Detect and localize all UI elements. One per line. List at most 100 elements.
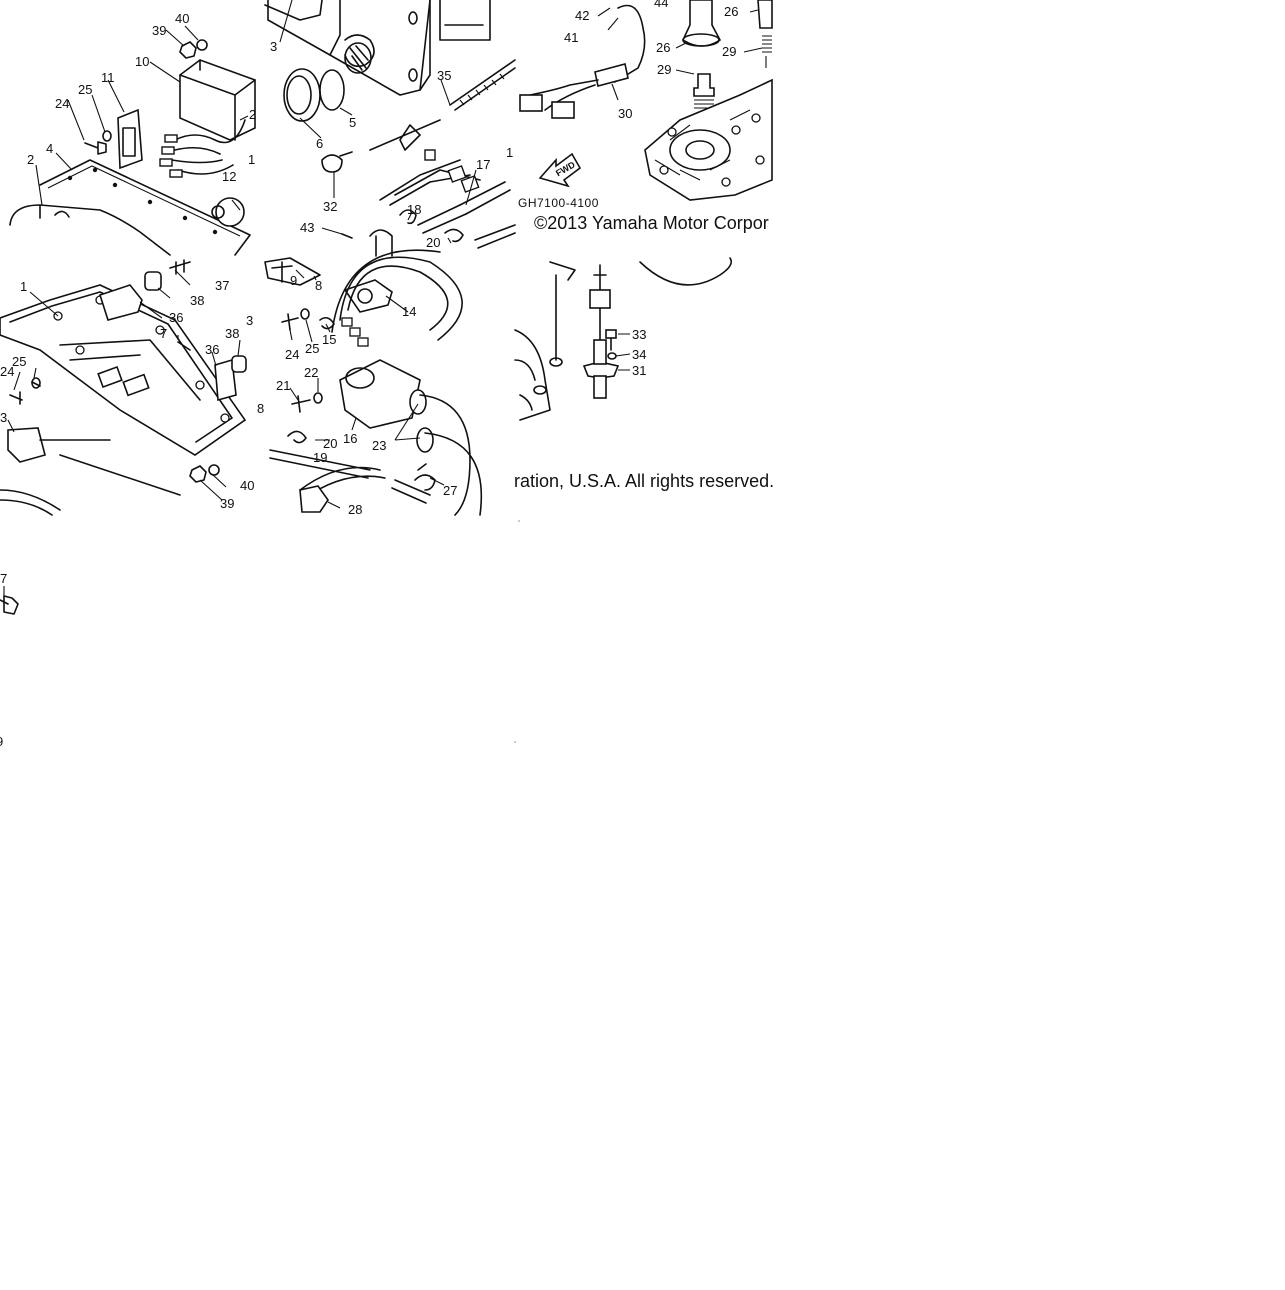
svg-text:9: 9 <box>290 273 297 288</box>
tile1-callouts: 39 40 10 11 25 24 2 4 2 12 1 <box>27 11 256 184</box>
svg-text:40: 40 <box>240 478 254 493</box>
tile-cover-cables: 3 35 5 6 32 43 17 18 20 1 <box>264 0 516 257</box>
hose-part-23 <box>419 394 483 516</box>
hose-part-19 <box>269 449 386 499</box>
coupler-part-12 <box>215 197 245 227</box>
svg-text:2: 2 <box>249 107 256 122</box>
svg-text:38: 38 <box>225 326 239 341</box>
washer-part-40 <box>196 39 208 51</box>
cover-part-2 <box>9 204 171 256</box>
svg-text:40: 40 <box>175 11 189 26</box>
svg-text:27: 27 <box>443 483 457 498</box>
tile6-callouts: 33 34 31 <box>632 327 646 378</box>
clamp-part-32 <box>321 151 353 173</box>
svg-text:19: 19 <box>313 450 327 465</box>
bolt-fragment <box>0 595 19 615</box>
svg-text:1: 1 <box>506 145 513 160</box>
tile7-callouts: 7 9 <box>0 571 7 749</box>
svg-text:21: 21 <box>276 378 290 393</box>
svg-text:4: 4 <box>46 141 53 156</box>
svg-text:24: 24 <box>55 96 69 111</box>
svg-text:25: 25 <box>78 82 92 97</box>
cdi-unit-part-10 <box>179 59 256 141</box>
svg-text:35: 35 <box>437 68 451 83</box>
tile3-callouts: 42 44 41 26 26 29 29 30 <box>564 0 738 121</box>
clamp-part-27 <box>414 463 436 491</box>
svg-text:37: 37 <box>215 278 229 293</box>
copyright-text-continued: ration, U.S.A. All rights reserved. <box>514 471 774 491</box>
svg-text:18: 18 <box>407 202 421 217</box>
mounting-plate-part-1 <box>0 284 247 456</box>
svg-text:38: 38 <box>190 293 204 308</box>
svg-text:26: 26 <box>656 40 670 55</box>
cylinder-head <box>644 78 773 201</box>
svg-text:20: 20 <box>426 235 440 250</box>
gasket-part-4 <box>39 159 251 256</box>
oring-part-5 <box>319 69 345 111</box>
spark-plug-part-29 <box>693 73 715 97</box>
washer-part-25 <box>102 130 112 142</box>
tile-cdi-unit: 39 40 10 11 25 24 2 4 2 12 1 <box>9 11 256 256</box>
screw-part-7 <box>177 341 191 351</box>
plug-cap-part-26 <box>681 0 722 47</box>
drawing-code: GH7100-4100 <box>518 196 599 210</box>
svg-text:36: 36 <box>205 342 219 357</box>
svg-text:9: 9 <box>0 734 3 749</box>
svg-text:29: 29 <box>722 44 736 59</box>
svg-text:14: 14 <box>402 304 416 319</box>
svg-text:42: 42 <box>575 8 589 23</box>
svg-text:34: 34 <box>632 347 646 362</box>
svg-text:7: 7 <box>160 326 167 341</box>
svg-text:26: 26 <box>724 4 738 19</box>
svg-text:12: 12 <box>222 169 236 184</box>
svg-text:23: 23 <box>372 438 386 453</box>
svg-text:43: 43 <box>300 220 314 235</box>
tile-lower-fragment: 7 9 <box>0 520 520 749</box>
svg-text:22: 22 <box>304 365 318 380</box>
tile5-callouts: 9 8 14 24 25 15 21 22 16 20 19 23 27 28 … <box>246 273 457 517</box>
svg-text:3: 3 <box>246 313 253 328</box>
bolt-part-24 <box>84 141 107 155</box>
svg-text:30: 30 <box>618 106 632 121</box>
tile2-callouts: 3 35 5 6 32 43 17 18 20 1 <box>270 39 513 250</box>
svg-text:7: 7 <box>0 571 7 586</box>
svg-text:17: 17 <box>476 157 490 172</box>
svg-text:44: 44 <box>654 0 668 10</box>
svg-text:8: 8 <box>257 401 264 416</box>
svg-text:39: 39 <box>220 496 234 511</box>
svg-text:24: 24 <box>0 364 14 379</box>
svg-text:1: 1 <box>20 279 27 294</box>
svg-text:28: 28 <box>348 502 362 517</box>
washer-part-34 <box>607 352 617 360</box>
coil-leads <box>331 249 463 341</box>
svg-text:3: 3 <box>0 410 7 425</box>
tile4-callouts: 1 37 38 36 7 38 36 25 24 3 40 39 <box>0 278 254 511</box>
bolt-part-33 <box>605 329 617 339</box>
sensor-wire-part-30 <box>529 79 599 111</box>
holder-part-28 <box>299 485 329 513</box>
head-casting-fragment <box>514 329 551 421</box>
svg-text:16: 16 <box>343 431 357 446</box>
svg-text:2: 2 <box>27 152 34 167</box>
svg-text:3: 3 <box>270 39 277 54</box>
sensor-connector <box>589 289 611 309</box>
forward-arrow: FWD <box>538 152 582 188</box>
svg-text:6: 6 <box>316 136 323 151</box>
svg-text:25: 25 <box>12 354 26 369</box>
copyright-text: ©2013 Yamaha Motor Corpor <box>534 213 769 233</box>
svg-text:36: 36 <box>169 310 183 325</box>
svg-text:25: 25 <box>305 341 319 356</box>
tile-sensor: 33 34 31 ration, U.S.A. All rights reser… <box>514 257 774 491</box>
svg-text:32: 32 <box>323 199 337 214</box>
svg-text:20: 20 <box>323 436 337 451</box>
svg-text:10: 10 <box>135 54 149 69</box>
cable-part-35 <box>449 59 516 111</box>
bracket-part-11 <box>117 108 143 170</box>
tile-ignition-coils: 9 8 14 24 25 15 21 22 16 20 19 23 27 28 … <box>246 249 483 517</box>
svg-text:41: 41 <box>564 30 578 45</box>
tile-base-plate: 1 37 38 36 7 38 36 25 24 3 40 39 <box>0 259 254 516</box>
svg-text:29: 29 <box>657 62 671 77</box>
coil-part-16 <box>339 359 421 429</box>
svg-text:24: 24 <box>285 347 299 362</box>
